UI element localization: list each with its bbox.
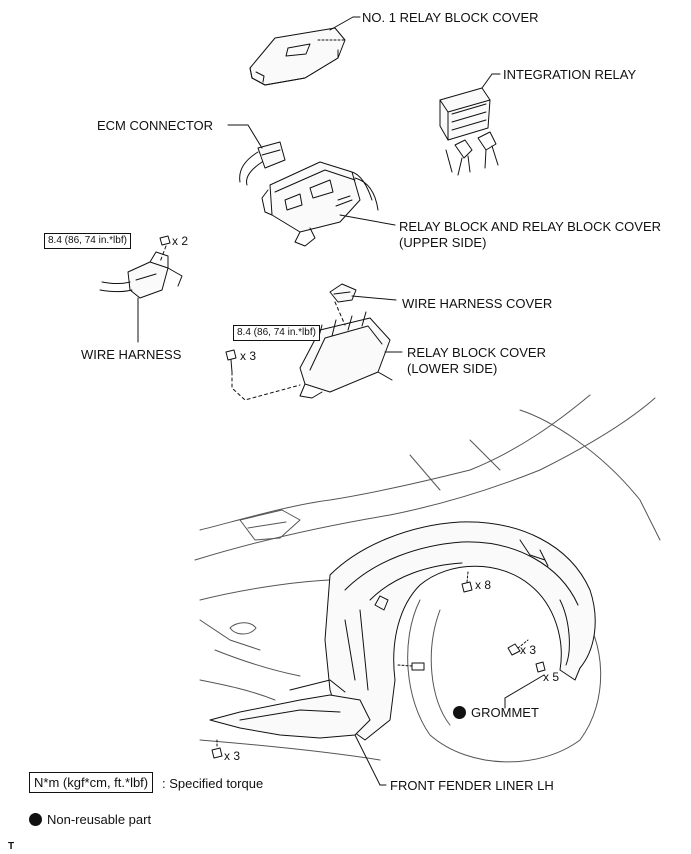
legend-torque-desc: : Specified torque — [162, 776, 264, 791]
qty-screw-x3-bottom: x 3 — [224, 749, 241, 763]
clip-x5-drawing — [535, 661, 546, 673]
legend-non-reusable: Non-reusable part — [29, 812, 151, 827]
relay-block-cover-no1-drawing — [249, 27, 346, 86]
leader-line — [329, 16, 354, 31]
grommet-text: GROMMET — [471, 705, 539, 720]
relay-block-cover-lower-drawing — [299, 311, 393, 399]
ecm-connector-drawing — [239, 141, 286, 186]
grommet-drawing — [397, 662, 425, 671]
qty-clip-x5: x 5 — [543, 670, 560, 684]
qty-nut-x2: x 2 — [172, 234, 189, 248]
relay-block-upper-label-1: RELAY BLOCK AND RELAY BLOCK COVER — [399, 219, 662, 234]
ecm-connector-label: ECM CONNECTOR — [97, 118, 214, 133]
torque-box-wire-harness: 8.4 (86, 74 in.*lbf) — [44, 233, 131, 249]
integration-relay-label: INTEGRATION RELAY — [503, 67, 637, 82]
relay-block-upper-label-2: (UPPER SIDE) — [399, 235, 487, 250]
relay-block-lower-label-1: RELAY BLOCK COVER — [407, 345, 546, 360]
non-reusable-dot-icon — [453, 706, 466, 719]
non-reusable-legend-dot-icon — [29, 813, 42, 826]
wire-harness-drawing — [99, 251, 183, 299]
wire-harness-label: WIRE HARNESS — [81, 347, 182, 362]
grommet-label: GROMMET — [453, 705, 539, 720]
clip-x8-drawing — [461, 571, 473, 593]
relay-block-upper-drawing — [261, 161, 379, 247]
qty-clip-x8: x 8 — [475, 578, 492, 592]
wire-harness-cover-label: WIRE HARNESS COVER — [402, 296, 553, 311]
relay-block-lower-label-2: (LOWER SIDE) — [407, 361, 498, 376]
integration-relay-drawing — [439, 87, 499, 176]
qty-screw-x3-right: x 3 — [520, 643, 537, 657]
legend-non-reusable-text: Non-reusable part — [47, 812, 152, 827]
screw-x3-right-drawing — [507, 639, 529, 656]
nut-x2-drawing — [159, 235, 171, 246]
legend-torque-unit: N*m (kgf*cm, ft.*lbf) — [29, 772, 154, 793]
fender-liner-drawing — [209, 521, 596, 741]
vehicle-body-drawing — [194, 394, 661, 763]
screw-x3-bottom-drawing — [211, 739, 223, 759]
wire-harness-cover-drawing — [329, 283, 357, 303]
bolt-x3-drawing — [225, 349, 237, 373]
corner-mark: T — [8, 841, 15, 852]
qty-bolt-x3: x 3 — [240, 349, 257, 363]
front-fender-liner-label: FRONT FENDER LINER LH — [390, 778, 554, 793]
relay-block-cover-no1-label: NO. 1 RELAY BLOCK COVER — [362, 10, 539, 25]
torque-box-relay-cover: 8.4 (86, 74 in.*lbf) — [233, 325, 320, 341]
